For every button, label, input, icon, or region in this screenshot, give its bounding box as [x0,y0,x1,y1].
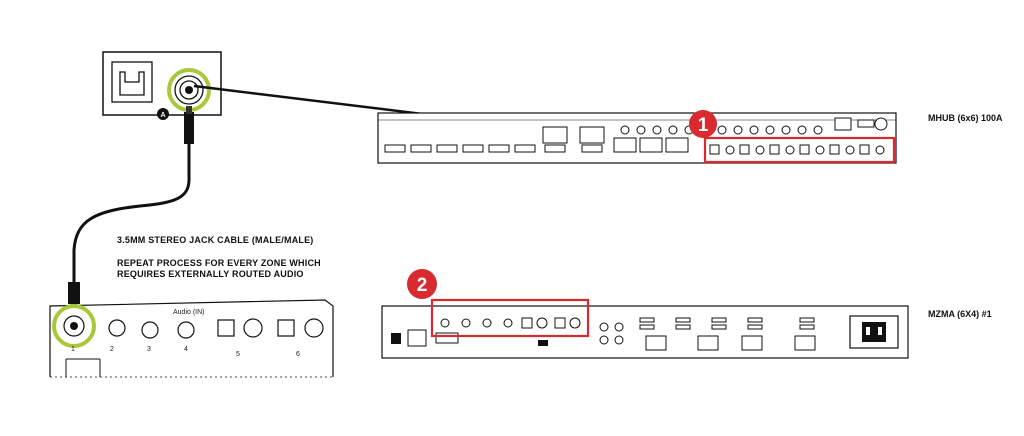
marker-a-label: A [160,112,165,119]
mzma-title: MZMA (6X4) #1 [928,309,992,319]
zoom-port-number-2: 2 [110,346,114,353]
callout-1-number: 1 [698,115,709,136]
mzma-usb-port [538,340,548,346]
zoom-port-number-4: 4 [184,346,188,353]
zoom-audio-ports [63,315,324,339]
mhub-audio-jacks-top [620,125,823,135]
mzma-serial-port [435,332,459,344]
repeat-note-line-2: REQUIRES EXTERNALLY ROUTED AUDIO [117,269,304,279]
cable-wallplate-to-mzma [68,106,194,318]
mhub-rear-panel [377,112,897,164]
zoom-port-number-1: 1 [71,346,75,353]
callout-2-number: 2 [417,275,428,296]
mzma-highlight-box [430,298,590,338]
zoom-port-number-3: 3 [147,346,151,353]
zoom-port-number-6: 6 [296,351,300,358]
wall-plate: A [102,51,222,120]
zoom-port-1-highlight [52,304,96,348]
mzma-power-inlet-icon [849,315,899,349]
mzma-audio-in-ports [440,317,581,329]
callout-1-badge: 1 [689,110,717,138]
zoom-audio-label: Audio (IN) [173,309,205,316]
mzma-rear-panel [381,298,909,359]
mhub-title: MHUB (6x6) 100A [928,113,1003,123]
marker-a-badge [157,108,169,120]
zoom-port-number-5: 5 [236,351,240,358]
mzma-output-blocks [599,317,816,351]
repeat-note-line-1: REPEAT PROCESS FOR EVERY ZONE WHICH [117,258,321,268]
callout-2-badge: 2 [407,269,437,299]
mhub-hdmi-inputs [384,144,603,153]
stereo-jack-icon [167,68,211,112]
mhub-audio-out-row [709,144,885,155]
mzma-ir-block [407,329,427,347]
mhub-highlight-box [703,136,896,164]
mhub-output-blocks [542,117,888,153]
zoom-panel: Audio (IN) 1 2 3 4 5 6 [49,299,334,378]
cable-note: 3.5MM STEREO JACK CABLE (MALE/MALE) [117,235,314,245]
optical-port-icon [111,61,153,103]
mzma-logo-icon [391,333,401,344]
